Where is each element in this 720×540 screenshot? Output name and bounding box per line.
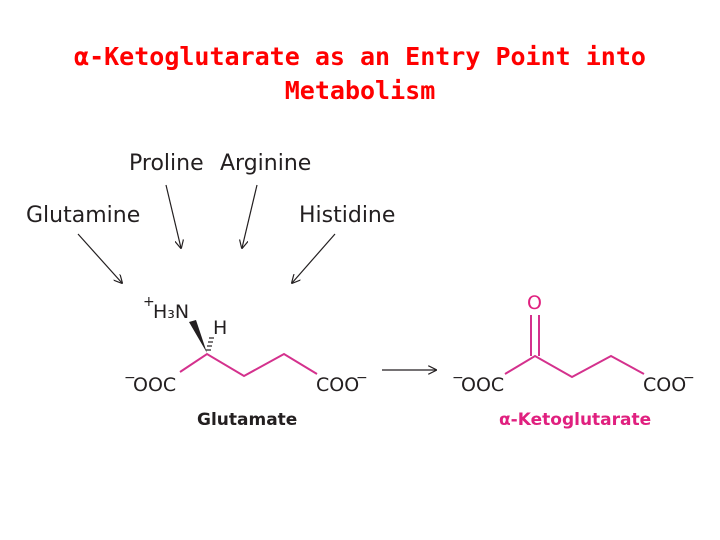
ketoglutarate-left-charge: − xyxy=(452,370,464,386)
arrow-proline xyxy=(165,184,181,248)
ketoglutarate-right-charge: − xyxy=(683,370,695,386)
label-arginine: Arginine xyxy=(220,151,311,176)
glutamate-carbon-chain xyxy=(179,352,318,378)
slide-title-line-1: α-Ketoglutarate as an Entry Point into xyxy=(74,42,646,71)
glutamate-left-charge: − xyxy=(124,370,136,386)
glutamate-amino-charge: + xyxy=(143,294,155,310)
glutamate-left-carboxylate: OOC xyxy=(133,374,176,396)
ketoglutarate-structure: O − OOC COO − α-Ketoglutarate xyxy=(452,292,695,430)
label-glutamine: Glutamine xyxy=(26,203,140,228)
ketoglutarate-carbon-chain xyxy=(504,354,645,379)
glutamate-wedge-bond xyxy=(189,320,207,353)
glutamate-right-carboxylate: COO xyxy=(316,374,359,396)
ketoglutarate-left-carboxylate: OOC xyxy=(461,374,504,396)
glutamate-hydrogen: H xyxy=(213,317,227,339)
glutamate-structure: + H₃N H − OOC COO − Glutamate xyxy=(124,294,368,430)
glutamate-amino-group: H₃N xyxy=(153,301,189,323)
ketoglutarate-name: α-Ketoglutarate xyxy=(499,410,651,430)
slide-title: α-Ketoglutarate as an Entry Point into M… xyxy=(0,40,720,108)
label-histidine: Histidine xyxy=(299,203,395,228)
glutamate-right-charge: − xyxy=(356,370,368,386)
slide-title-line-2: Metabolism xyxy=(284,76,436,105)
ketoglutarate-oxygen: O xyxy=(527,292,542,314)
label-proline: Proline xyxy=(129,151,204,176)
arrow-arginine xyxy=(242,184,258,248)
glutamate-name: Glutamate xyxy=(197,410,297,430)
glutamate-hash-bond xyxy=(206,337,214,351)
arrow-histidine xyxy=(292,233,336,283)
ketoglutarate-right-carboxylate: COO xyxy=(643,374,686,396)
arrow-glutamine xyxy=(77,233,122,283)
